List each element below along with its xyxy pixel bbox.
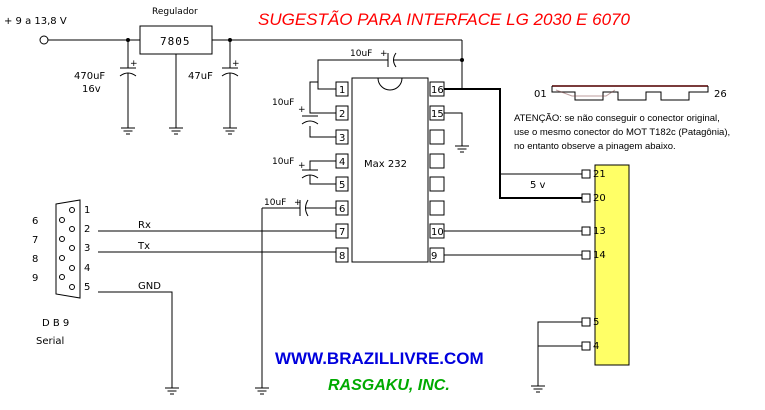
cap-top-label: 10uF [350, 49, 372, 59]
capacitor-pin-6 [254, 199, 336, 395]
svg-text:9: 9 [431, 251, 437, 262]
cap-470uf-label: 470uF [74, 71, 105, 82]
website-url: WWW.BRAZILLIVRE.COM [275, 349, 484, 368]
five-volt-label: 5 v [530, 180, 546, 191]
svg-text:21: 21 [593, 169, 606, 180]
gnd-label: GND [138, 281, 161, 292]
svg-text:1: 1 [84, 205, 90, 216]
db9-connector [55, 199, 81, 299]
capacitor-470uf [119, 40, 137, 135]
db9-pin-dots [59, 207, 75, 290]
svg-text:4: 4 [593, 341, 599, 352]
svg-text:6: 6 [32, 216, 38, 227]
connector-ground-wires [530, 321, 582, 393]
pin15-ground [444, 112, 470, 153]
db9-subtitle: Serial [36, 336, 64, 347]
svg-text:2: 2 [339, 109, 345, 120]
regulator-ground-icon [168, 123, 184, 135]
svg-text:10: 10 [431, 227, 444, 238]
svg-text:+: + [380, 49, 388, 59]
svg-text:13: 13 [593, 226, 606, 237]
svg-text:8: 8 [32, 254, 38, 265]
chip-right-pins: 16 15 10 9 [429, 81, 445, 263]
five-volt-wire [444, 88, 582, 199]
gnd-wire [98, 291, 173, 384]
svg-text:1: 1 [339, 85, 345, 96]
db9-name: D B 9 [42, 318, 69, 329]
svg-text:+: + [298, 161, 306, 171]
svg-text:4: 4 [84, 263, 90, 274]
svg-text:+: + [232, 59, 240, 69]
regulator-caption: Regulador [152, 7, 198, 17]
svg-text:14: 14 [593, 250, 606, 261]
notice-line-1: ATENÇÃO: se não conseguir o conector ori… [514, 113, 720, 124]
svg-text:6: 6 [339, 204, 345, 215]
regulator-part: 7805 [160, 35, 191, 48]
svg-text:5: 5 [593, 317, 599, 328]
capacitor-pins-4-5 [301, 160, 336, 185]
credit-text: RASGAKU, INC. [328, 377, 450, 394]
target-connector-pins: 21 20 13 14 5 4 [581, 169, 606, 352]
db9-pin-labels: 1 2 3 4 5 6 7 8 9 [32, 205, 90, 293]
svg-text:15: 15 [431, 109, 444, 120]
cap-47uf-label: 47uF [188, 71, 213, 82]
chip-name: Max 232 [364, 159, 407, 170]
cap-6-label: 10uF [264, 198, 286, 208]
svg-text:5: 5 [339, 180, 345, 191]
svg-text:3: 3 [84, 243, 90, 254]
cap-470uf-voltage: 16v [82, 84, 101, 95]
svg-text:9: 9 [32, 273, 38, 284]
capacitor-47uf [221, 40, 239, 135]
supply-label: + 9 a 13,8 V [4, 16, 67, 27]
chip-notch [377, 77, 403, 91]
serial-ground-icon [164, 383, 180, 395]
svg-text:+: + [130, 59, 138, 69]
ribbon-connector-icon [551, 85, 709, 101]
diagram-title: SUGESTÃO PARA INTERFACE LG 2030 E 6070 [258, 10, 630, 29]
supply-terminal [39, 35, 49, 45]
ribbon-left-label: 01 [534, 89, 547, 100]
svg-text:4: 4 [339, 157, 345, 168]
cap-45-label: 10uF [272, 157, 294, 167]
notice-line-2: use o mesmo conector do MOT T182c (Patag… [514, 127, 730, 138]
svg-text:+: + [298, 105, 306, 115]
svg-text:7: 7 [32, 235, 38, 246]
notice-line-3: no entanto observe a pinagem abaixo. [514, 141, 676, 152]
svg-text:8: 8 [339, 251, 345, 262]
cap-12-label: 10uF [272, 98, 294, 108]
tx-label: Tx [137, 241, 150, 252]
ribbon-right-label: 26 [714, 89, 727, 100]
svg-text:20: 20 [593, 193, 606, 204]
svg-text:+: + [294, 198, 302, 208]
chip-left-pins: 1 2 3 4 5 6 7 8 [335, 81, 349, 263]
target-connector [594, 164, 630, 366]
max232-chip [351, 77, 429, 263]
svg-text:3: 3 [339, 133, 345, 144]
svg-text:2: 2 [84, 224, 90, 235]
capacitor-pins-1-3 [301, 81, 336, 138]
svg-text:5: 5 [84, 282, 90, 293]
svg-text:7: 7 [339, 227, 345, 238]
rx-label: Rx [138, 220, 151, 231]
svg-text:16: 16 [431, 85, 444, 96]
